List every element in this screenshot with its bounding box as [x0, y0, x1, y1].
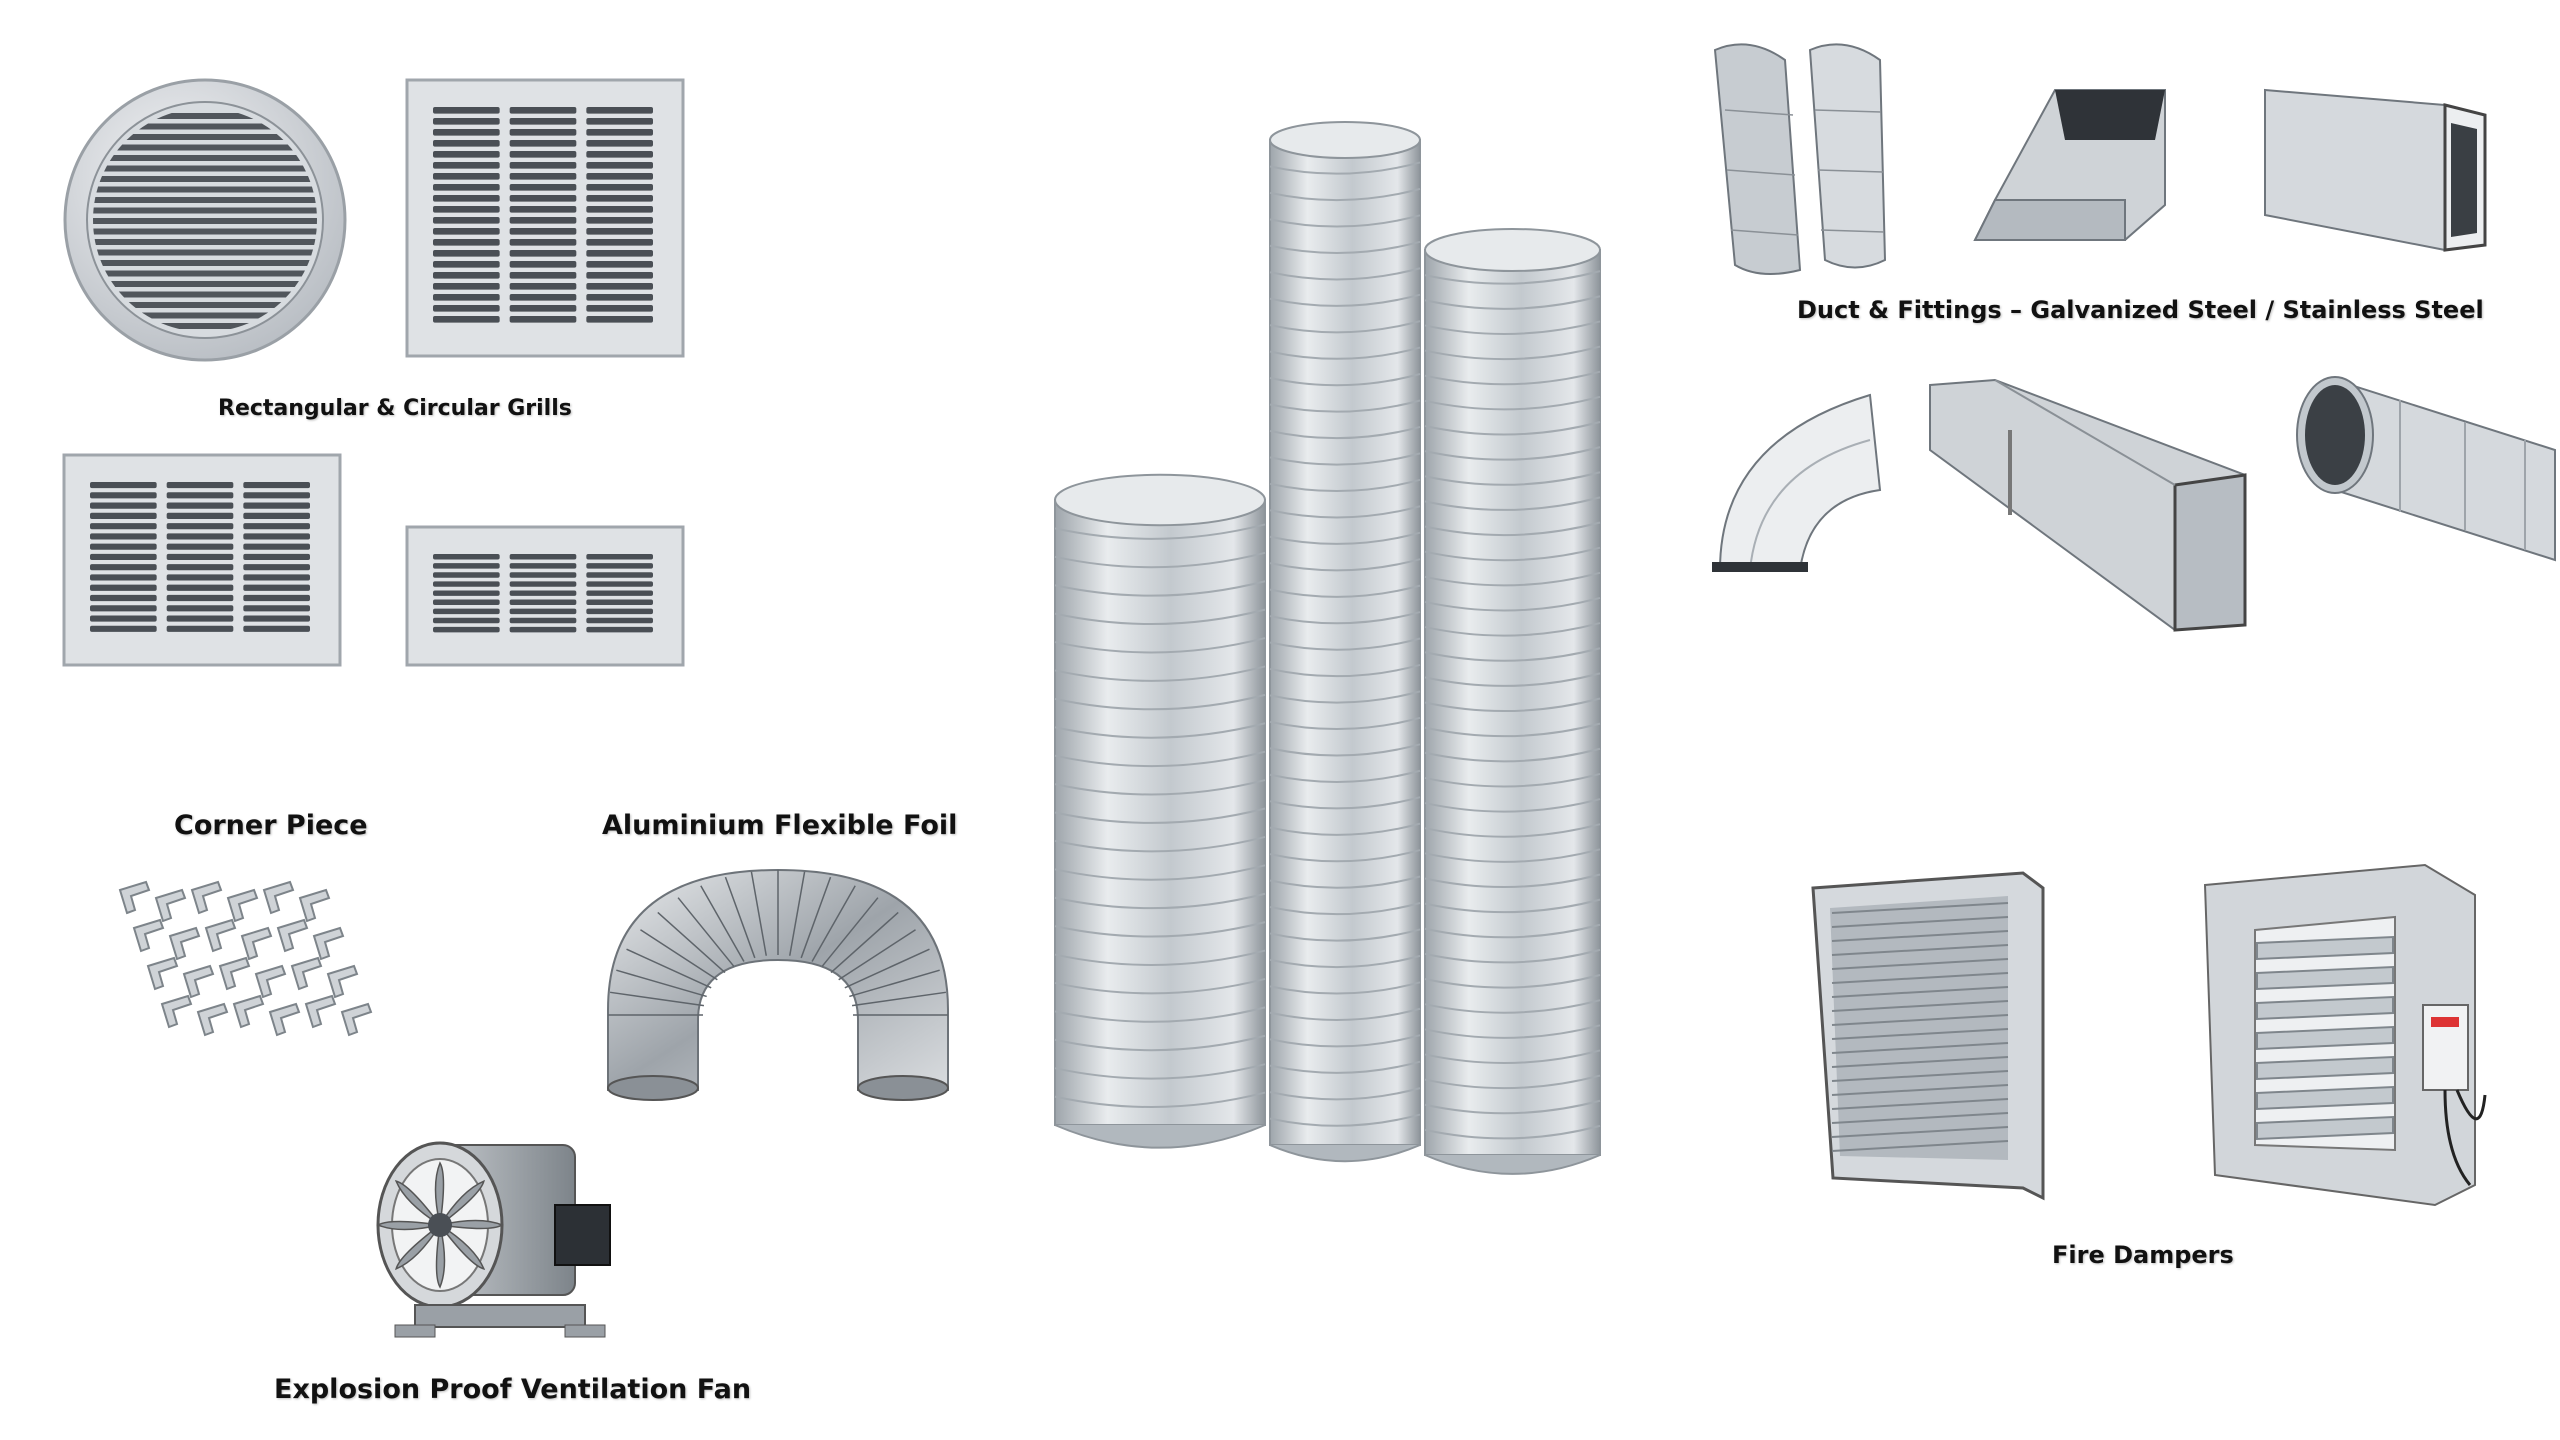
duct-fittings-label: Duct & Fittings – Galvanized Steel / Sta…	[1797, 296, 2484, 324]
corner-piece-image	[118, 880, 373, 1037]
rectangular-duct-image	[2264, 88, 2487, 252]
duct-elbow-image	[1712, 393, 1882, 572]
fan-label: Explosion Proof Ventilation Fan	[274, 1374, 752, 1405]
fire-dampers-label: Fire Dampers	[2052, 1241, 2234, 1269]
grills-label: Rectangular & Circular Grills	[218, 396, 572, 421]
corner-piece-label: Corner Piece	[174, 810, 368, 841]
long-rectangular-duct-image	[1929, 378, 2247, 632]
rectangular-grill-medium-image	[62, 453, 342, 667]
duct-transition-image	[1973, 89, 2166, 241]
fire-damper-2-image	[2203, 863, 2487, 1207]
rectangular-grill-large-image	[405, 78, 685, 358]
spiral-ducts-image	[1054, 121, 1601, 1175]
flexible-foil-image	[607, 868, 949, 1101]
flex-foil-label: Aluminium Flexible Foil	[602, 810, 958, 841]
spiral-duct-short-image	[2296, 376, 2556, 562]
oval-duct-image	[1713, 43, 1887, 275]
explosion-proof-fan-image	[376, 1141, 611, 1338]
fire-damper-1-image	[1811, 871, 2045, 1201]
circular-grill-image	[63, 78, 347, 362]
rectangular-grill-small-image	[405, 525, 685, 667]
